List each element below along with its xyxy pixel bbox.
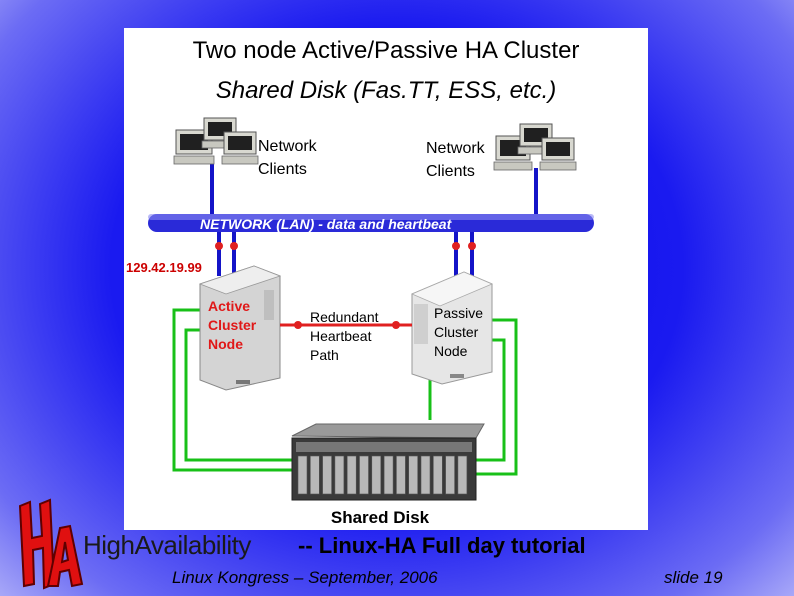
disk-drive-slot [310,455,320,495]
network-clients-left-icon [173,117,259,165]
ip-address: 129.42.19.99 [126,260,202,275]
brand-wordmark: HighAvailability [83,530,251,561]
ha-logo-icon [18,498,84,590]
slide-number: slide 19 [664,568,723,587]
disk-drive-slot [457,455,468,495]
shared-disk-label: Shared Disk [331,508,430,527]
active-node-label-2: Cluster [208,317,257,333]
tutorial-subtitle: -- Linux-HA Full day tutorial [298,533,586,558]
disk-drive-slot [322,455,332,495]
clients-right-label-2: Clients [426,163,475,180]
network-clients-right-icon [493,123,577,171]
heartbeat-label-1: Redundant [310,309,379,325]
cluster-diagram: Two node Active/Passive HA Cluster Share… [126,37,594,527]
clients-left-label-1: Network [258,138,318,155]
network-bar: NETWORK (LAN) - data and heartbeat [148,214,594,232]
disk-drive-slot [297,455,308,495]
disk-drive-slot [383,455,394,495]
diagram-subtitle: Shared Disk (Fas.TT, ESS, etc.) [216,77,557,104]
disk-drive-slot [420,455,431,495]
network-label: NETWORK (LAN) - data and heartbeat [200,216,453,232]
shared-disk-array [291,423,485,501]
passive-node-label-2: Cluster [434,324,479,340]
passive-node-label-1: Passive [434,305,483,321]
clients-left-label-2: Clients [258,161,307,178]
brand-availability: Availability [134,530,251,560]
heartbeat-label-2: Heartbeat [310,328,372,344]
disk-drive-slot [408,455,419,495]
event-line: Linux Kongress – September, 2006 [172,568,438,587]
disk-drive-slot [334,455,345,495]
active-node-server [198,265,282,391]
disk-drive-slot [432,455,443,495]
diagram-title: Two node Active/Passive HA Cluster [193,37,580,64]
disk-drive-slot [396,455,406,495]
active-node-label-3: Node [208,336,243,352]
disk-drive-slot [445,455,455,495]
brand-high: High [83,530,135,560]
disk-drive-slot [371,455,382,495]
heartbeat-label-3: Path [310,347,339,363]
client-cables [210,156,538,216]
disk-drive-slot [359,455,369,495]
heartbeat-path [280,321,412,329]
passive-node-server [410,271,494,385]
disk-drive-slot [346,455,357,495]
active-node-label-1: Active [208,298,250,314]
passive-node-label-3: Node [434,343,468,359]
clients-right-label-1: Network [426,140,486,157]
